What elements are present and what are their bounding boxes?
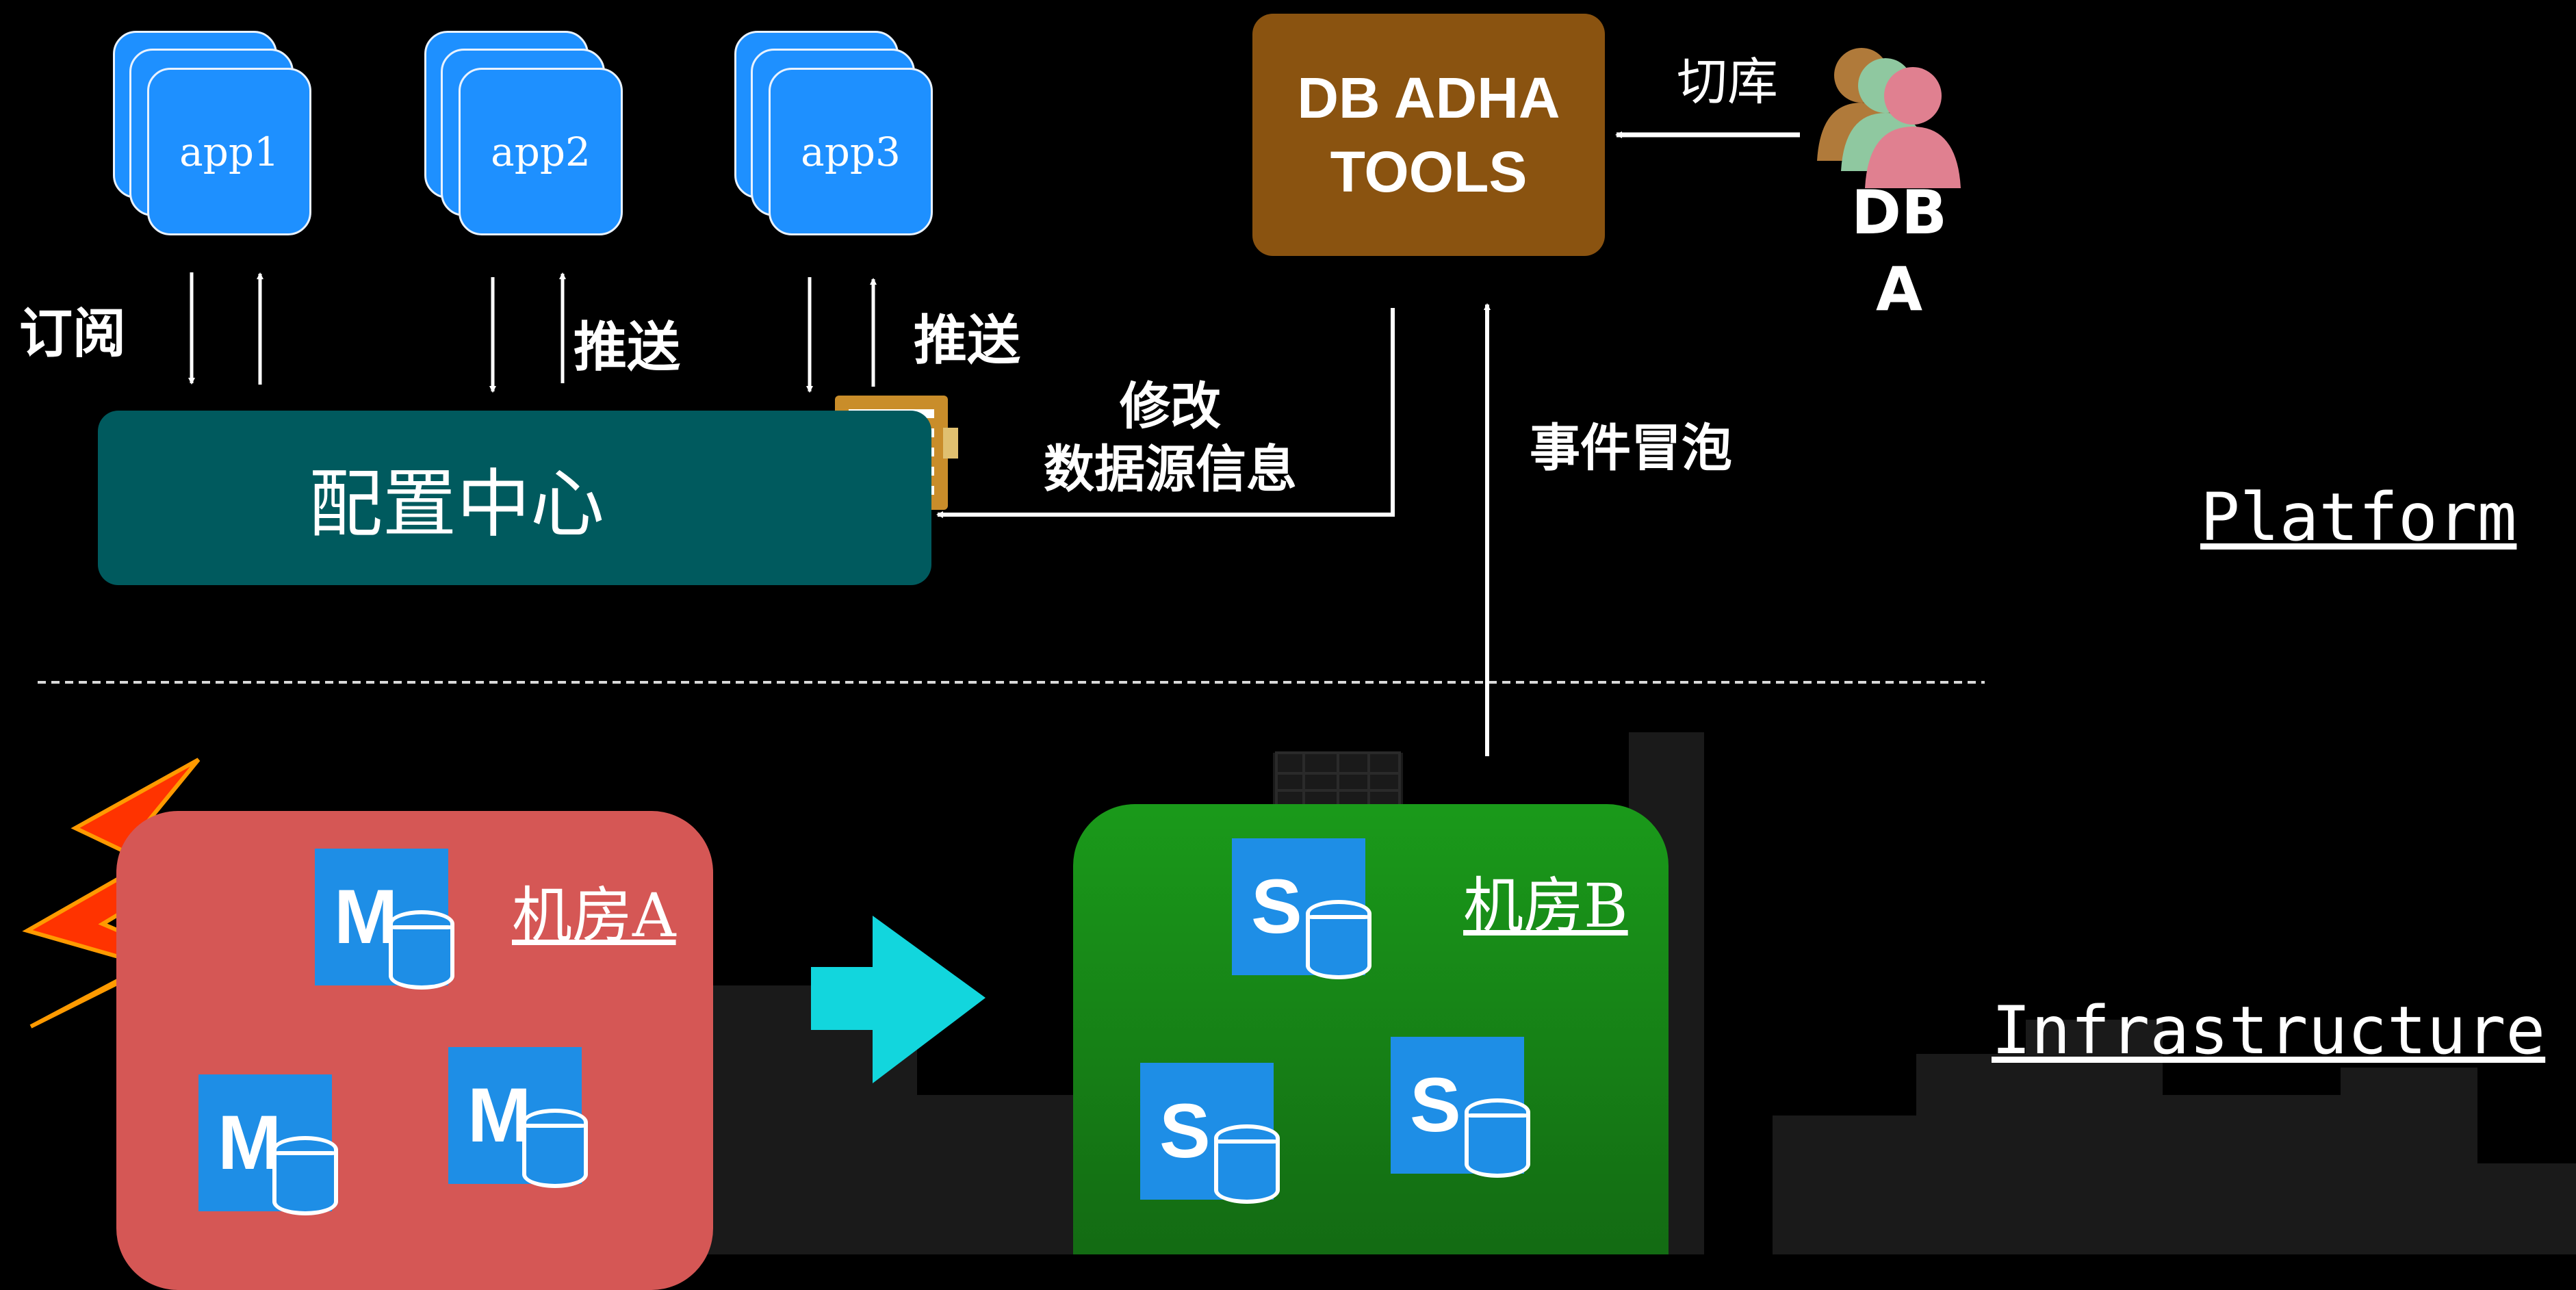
config-center-label: 配置中心 — [308, 461, 604, 547]
push-label-1: 推送 — [574, 317, 681, 378]
db-node-letter: M — [334, 874, 398, 959]
app3-stack[interactable]: app3 — [734, 31, 933, 240]
db-node-letter: S — [1410, 1062, 1461, 1148]
app3-card: app3 — [769, 68, 933, 235]
database-cylinder-icon — [389, 910, 454, 990]
db-adha-tools[interactable]: DB ADHA TOOLS — [1252, 14, 1605, 256]
dba-person-icon — [1817, 48, 1961, 188]
database-cylinder-icon — [1214, 1124, 1280, 1204]
database-cylinder-icon — [522, 1109, 588, 1188]
room-b-title: 机房B — [1463, 870, 1628, 941]
app1-stack[interactable]: app1 — [113, 31, 311, 240]
app2-label: app2 — [491, 128, 591, 175]
db-tools-line2: TOOLS — [1330, 140, 1528, 204]
master-db-node: M — [448, 1047, 592, 1191]
arrow-tools-to-config — [936, 308, 1395, 518]
app-arrows — [188, 272, 877, 393]
db-tools-line1: DB ADHA — [1297, 66, 1560, 130]
switch-db-label: 切库 — [1677, 53, 1778, 112]
slave-db-node: S — [1140, 1063, 1284, 1207]
database-cylinder-icon — [272, 1136, 338, 1215]
dba-label: DB A — [1848, 175, 1950, 328]
infrastructure-layer-label: Infrastructure — [1992, 992, 2546, 1069]
room-a[interactable]: 机房A M M M — [116, 811, 713, 1290]
modify-label-line1: 修改 — [1120, 377, 1221, 436]
database-cylinder-icon — [1465, 1098, 1530, 1178]
room-a-title: 机房A — [512, 880, 676, 951]
dba-label-line2: A — [1875, 254, 1923, 324]
city-silhouette — [698, 732, 2576, 1254]
db-node-letter: S — [1251, 864, 1302, 949]
push-label-2: 推送 — [914, 310, 1021, 372]
db-node-letter: S — [1159, 1088, 1211, 1174]
building-grid — [1275, 751, 1401, 809]
app1-label: app1 — [179, 128, 279, 175]
master-db-node: M — [315, 849, 459, 992]
platform-layer-label: Platform — [2200, 479, 2517, 556]
config-center[interactable]: 配置中心 — [98, 411, 931, 585]
room-b[interactable]: 机房B S S S — [1073, 804, 1669, 1254]
app3-label: app3 — [801, 128, 901, 175]
app2-stack[interactable]: app2 — [424, 31, 623, 240]
db-node-letter: M — [218, 1100, 282, 1185]
db-node-letter: M — [467, 1072, 532, 1158]
event-bubble-label: 事件冒泡 — [1530, 419, 1732, 478]
database-cylinder-icon — [1306, 900, 1371, 979]
slave-db-node: S — [1232, 838, 1376, 982]
app1-card: app1 — [147, 68, 311, 235]
subscribe-label: 订阅 — [19, 303, 127, 365]
app2-card: app2 — [459, 68, 623, 235]
modify-label-line2: 数据源信息 — [1044, 440, 1297, 499]
failover-arrow-icon — [811, 916, 986, 1083]
slave-db-node: S — [1391, 1037, 1534, 1181]
modify-label: 修改 数据源信息 — [1013, 375, 1328, 501]
dba-label-line1: DB — [1851, 177, 1948, 248]
master-db-node: M — [198, 1074, 342, 1218]
